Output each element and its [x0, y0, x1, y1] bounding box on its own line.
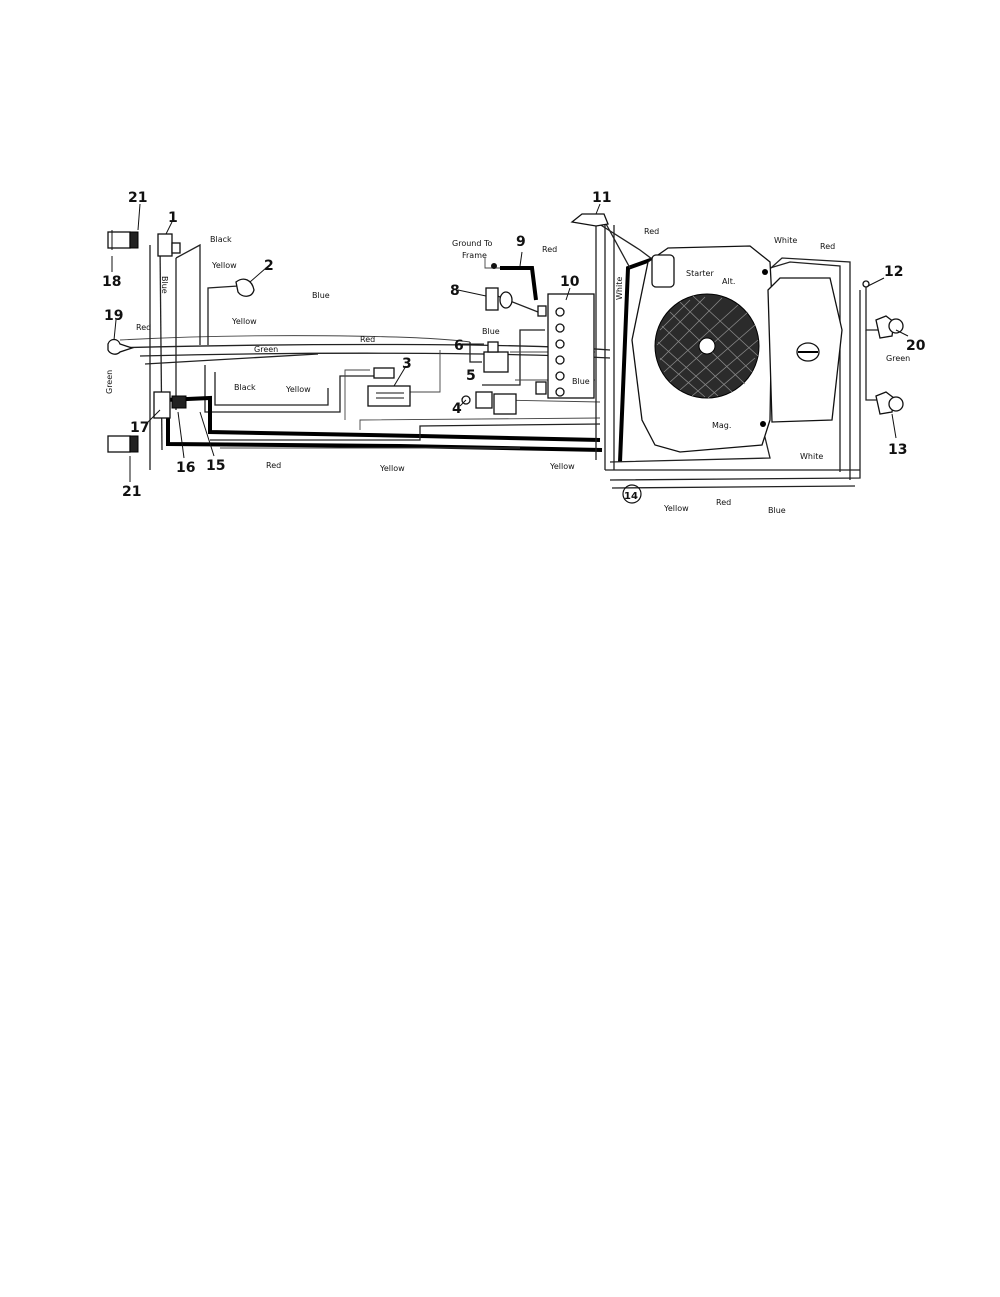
terminal-12	[862, 280, 870, 288]
ground-terminal	[491, 263, 497, 269]
leader-lines	[111, 203, 909, 482]
label-starter: Starter	[686, 269, 714, 278]
callout-18: 18	[102, 274, 121, 290]
callout-17: 17	[130, 420, 149, 436]
label-alt: Alt.	[722, 277, 735, 286]
label-blue-block: Blue	[572, 377, 590, 386]
label-red-top-right: Red	[644, 227, 659, 236]
callout-19: 19	[104, 308, 123, 324]
callout-10: 10	[560, 274, 580, 290]
label-blue-switch: Blue	[482, 327, 500, 336]
callout-12: 12	[884, 264, 903, 280]
label-blue-vertical: Blue	[160, 276, 169, 294]
label-white-vertical: White	[615, 277, 624, 300]
connector-19	[107, 338, 135, 355]
callout-4: 4	[452, 401, 462, 417]
label-green-right: Green	[886, 354, 910, 363]
callout-14: 14	[624, 491, 638, 502]
callout-6: 6	[454, 338, 464, 354]
callout-5: 5	[466, 368, 476, 384]
spark-plug-11	[570, 213, 609, 227]
switch-4	[461, 391, 517, 415]
callout-11: 11	[592, 190, 611, 206]
label-ground-2: Frame	[462, 251, 487, 260]
label-blue-harness: Blue	[768, 506, 786, 515]
label-yellow-top: Yellow	[211, 261, 237, 270]
callout-13: 13	[888, 442, 907, 458]
callout-2: 2	[264, 258, 274, 274]
label-yellow-harness: Yellow	[663, 504, 689, 513]
label-white-engine: White	[774, 236, 797, 245]
callout-9: 9	[516, 234, 526, 250]
label-black-top: Black	[210, 235, 232, 244]
engine	[631, 245, 843, 453]
label-ground-1: Ground To	[452, 239, 492, 248]
label-red-harness: Red	[716, 498, 731, 507]
headlight-20	[875, 315, 904, 339]
callout-8: 8	[450, 283, 460, 299]
label-yellow-mid: Yellow	[231, 317, 257, 326]
label-red-center: Red	[360, 335, 375, 344]
callout-15: 15	[206, 458, 225, 474]
callout-1: 1	[168, 210, 178, 226]
headlight-top	[107, 230, 139, 250]
headlight-13	[875, 391, 904, 415]
callout-21-bottom: 21	[122, 484, 141, 500]
module-3	[367, 367, 411, 407]
label-red-left: Red	[136, 323, 151, 332]
terminal-block-10	[535, 293, 595, 399]
label-white-bottom: White	[800, 452, 823, 461]
headlight-bottom	[107, 435, 139, 453]
label-mag: Mag.	[712, 421, 731, 430]
label-red-ground: Red	[542, 245, 557, 254]
callout-3: 3	[402, 356, 412, 372]
switch-8	[485, 287, 513, 311]
wire-labels: Black Yellow Blue Yellow Blue Red Green …	[105, 227, 910, 515]
ignition-switch	[153, 391, 187, 419]
label-yellow-lower: Yellow	[285, 385, 311, 394]
callout-14-circle	[622, 484, 642, 504]
seat-switch	[157, 233, 181, 257]
wire-harness	[109, 220, 878, 489]
label-black-lower: Black	[234, 383, 256, 392]
label-yellow-right: Yellow	[549, 462, 575, 471]
label-green-left: Green	[105, 370, 114, 394]
starter	[651, 254, 675, 288]
label-blue-center: Blue	[312, 291, 330, 300]
label-red-bottom: Red	[266, 461, 281, 470]
label-yellow-bottom: Yellow	[379, 464, 405, 473]
callout-numbers: 21 1 18 2 19 17 16 15 21 3 4 5 6 8 9 10 …	[102, 190, 926, 504]
callout-21-top: 21	[128, 190, 147, 206]
solenoid-6	[483, 341, 509, 373]
brake-switch	[235, 278, 255, 297]
label-red-engine: Red	[820, 242, 835, 251]
label-green-center: Green	[254, 345, 278, 354]
callout-20: 20	[906, 338, 926, 354]
callout-16: 16	[176, 460, 195, 476]
